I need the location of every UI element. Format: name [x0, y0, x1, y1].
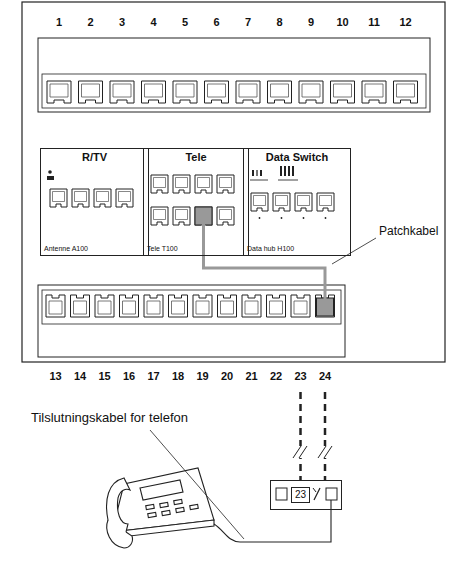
port — [273, 193, 290, 211]
port — [217, 207, 234, 225]
port — [144, 295, 163, 317]
port-number: 10 — [336, 16, 348, 29]
module-heading: Data Switch — [244, 151, 350, 164]
port — [291, 295, 310, 317]
port — [295, 193, 312, 211]
port-number: 7 — [245, 16, 251, 29]
module-heading: Tele — [144, 151, 248, 164]
leader-line — [332, 238, 376, 264]
port — [173, 207, 190, 225]
patch-cable — [204, 218, 326, 306]
port — [331, 81, 355, 103]
port-number: 8 — [276, 16, 282, 29]
port-number: 11 — [368, 16, 380, 29]
enclosure — [22, 2, 445, 362]
port — [195, 175, 212, 193]
port — [268, 81, 292, 103]
module-heading: R/TV — [41, 151, 148, 164]
module-box: Data SwitchData hub H100 — [243, 148, 351, 256]
port — [299, 81, 323, 103]
port — [218, 295, 237, 317]
port-number: 4 — [150, 16, 156, 29]
port-number: 24 — [319, 370, 331, 383]
port — [151, 175, 168, 193]
port-number: 9 — [308, 16, 314, 29]
port — [95, 295, 114, 317]
port — [151, 207, 168, 225]
port-number: 6 — [213, 16, 219, 29]
port — [205, 81, 229, 103]
module-type: Data hub H100 — [247, 245, 294, 253]
port — [79, 81, 103, 103]
phone-cord — [214, 500, 331, 542]
port-number: 5 — [182, 16, 188, 29]
port-number: 12 — [399, 16, 411, 29]
outlet-number: 23 — [291, 487, 310, 503]
port — [46, 295, 65, 317]
port — [94, 189, 111, 207]
wall-outlet: 23 — [270, 480, 342, 510]
module-box: TeleTele T100 — [143, 148, 249, 256]
module-type: Antenne A100 — [44, 245, 88, 253]
bottom-rail — [38, 285, 345, 357]
port — [71, 295, 90, 317]
port-number: 18 — [172, 370, 184, 383]
port — [236, 81, 260, 103]
port — [242, 295, 261, 317]
port — [317, 193, 334, 211]
port — [47, 81, 71, 103]
port — [120, 295, 139, 317]
leader-line — [150, 430, 244, 539]
port — [193, 295, 212, 317]
port-number: 14 — [74, 370, 86, 383]
port — [142, 81, 166, 103]
port-number: 20 — [221, 370, 233, 383]
installation-cable — [292, 392, 334, 480]
callout-label: Tilslutningskabel for telefon — [30, 410, 189, 425]
port-number: 23 — [294, 370, 306, 383]
port-number: 2 — [87, 16, 93, 29]
port — [394, 81, 418, 103]
port-number: 22 — [270, 370, 282, 383]
module-box: R/TV Antenne A100 — [40, 148, 149, 256]
callout-label: Patchkabel — [378, 224, 439, 238]
port — [217, 175, 234, 193]
tele-module-ports — [151, 175, 234, 225]
port — [251, 193, 268, 211]
port-number: 17 — [147, 370, 159, 383]
telephone-illustration — [107, 468, 214, 548]
top-rail — [38, 38, 430, 112]
port — [362, 81, 386, 103]
port — [110, 81, 134, 103]
rtv-module-ports — [47, 170, 133, 207]
port-number: 1 — [56, 16, 62, 29]
port — [169, 295, 188, 317]
port — [173, 81, 197, 103]
module-type: Tele T100 — [147, 245, 178, 253]
port-number: 21 — [245, 370, 257, 383]
port-number: 19 — [196, 370, 208, 383]
port-number: 15 — [98, 370, 110, 383]
port-number: 13 — [49, 370, 61, 383]
port — [50, 189, 67, 207]
port — [267, 295, 286, 317]
port-number: 3 — [119, 16, 125, 29]
data-module-ports — [250, 166, 334, 219]
port — [72, 189, 89, 207]
port-number: 16 — [123, 370, 135, 383]
port — [173, 175, 190, 193]
port — [116, 189, 133, 207]
